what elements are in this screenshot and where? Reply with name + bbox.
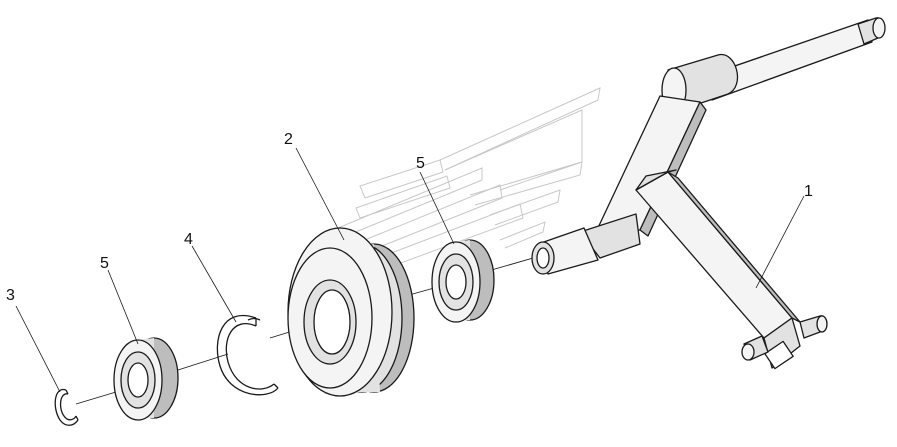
callout-label: 3: [6, 287, 15, 304]
part-bearing-left: [113, 337, 179, 421]
part-bearing-right: [431, 239, 495, 323]
callout-label: 1: [804, 183, 813, 200]
callout-label: 5: [416, 155, 425, 172]
part-lever-bracket: [531, 17, 886, 370]
callout-label: 5: [100, 255, 109, 272]
leader-lines: [15, 147, 805, 393]
part-pulley: [287, 227, 415, 397]
part-circlip: [54, 389, 79, 426]
callout-label: 2: [284, 131, 293, 148]
callout-label: 4: [184, 231, 193, 248]
part-snap-ring: [216, 315, 279, 396]
